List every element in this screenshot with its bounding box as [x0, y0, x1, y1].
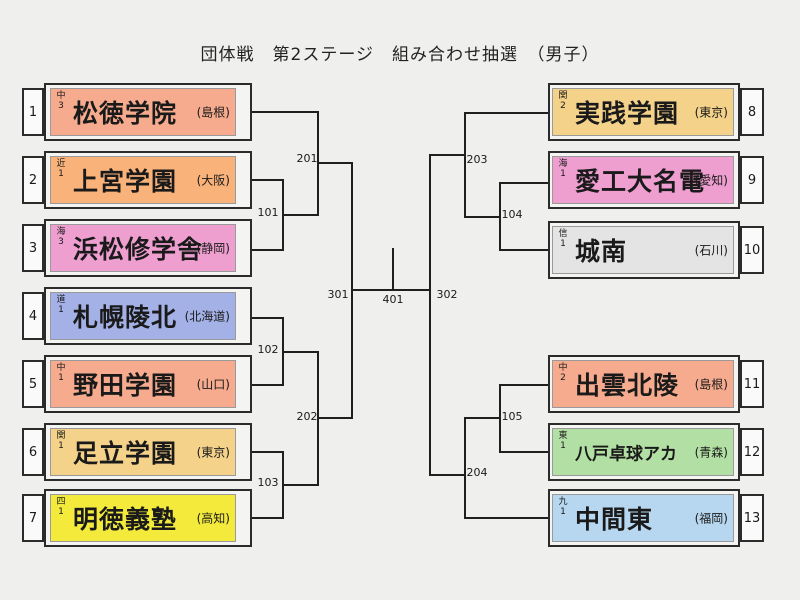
team-number-box: 1 [22, 88, 44, 136]
team-name: 足立学園 [73, 439, 178, 468]
seed-label: 九1 [558, 497, 568, 517]
team-card: 四1 明徳義塾 (高知) [50, 494, 236, 542]
line-204 [464, 417, 548, 519]
match-label-203: 203 [466, 153, 488, 166]
team-number-box: 3 [22, 224, 44, 272]
team-name: 上宮学園 [73, 167, 178, 196]
seed-label: 関2 [558, 91, 568, 111]
team-name: 実践学園 [575, 99, 680, 128]
team-card: 関1 足立学園 (東京) [50, 428, 236, 476]
team-number-box: 10 [740, 226, 764, 274]
prefecture-label: (愛知) [694, 173, 728, 188]
team-card: 道1 札幌陵北 (北海道) [50, 292, 236, 340]
team-card: 近1 上宮学園 (大阪) [50, 156, 236, 204]
seed-label: 道1 [56, 295, 66, 315]
team-card: 海1 愛工大名電(愛知) [552, 156, 734, 204]
match-label-202: 202 [296, 410, 318, 423]
team-number-box: 2 [22, 156, 44, 204]
team-card: 中1 野田学園 (山口) [50, 360, 236, 408]
team-name: 城南 [575, 237, 628, 266]
seed-label: 海3 [56, 227, 66, 247]
team-number-box: 13 [740, 494, 764, 542]
team-card: 海3 浜松修学舎(静岡) [50, 224, 236, 272]
match-label-103: 103 [257, 476, 279, 489]
team-number-box: 4 [22, 292, 44, 340]
prefecture-label: (山口) [196, 377, 230, 392]
match-label-101: 101 [257, 206, 279, 219]
seed-label: 四1 [56, 497, 66, 517]
team-name: 愛工大名電 [575, 167, 706, 196]
team-card: 東1 八戸卓球アカ (青森) [552, 428, 734, 476]
seed-label: 東1 [558, 431, 568, 451]
team-number-box: 9 [740, 156, 764, 204]
match-label-102: 102 [257, 343, 279, 356]
team-number-box: 7 [22, 494, 44, 542]
team-number-box: 6 [22, 428, 44, 476]
line-203 [464, 112, 548, 218]
team-name: 中間東 [575, 505, 654, 534]
prefecture-label: (石川) [694, 243, 728, 258]
match-label-105: 105 [501, 410, 523, 423]
team-name: 明徳義塾 [73, 505, 178, 534]
prefecture-label: (福岡) [694, 511, 728, 526]
prefecture-label: (東京) [196, 445, 230, 460]
seed-label: 関1 [56, 431, 66, 451]
team-name: 八戸卓球アカ [575, 444, 677, 465]
prefecture-label: (島根) [694, 377, 728, 392]
team-number-box: 12 [740, 428, 764, 476]
prefecture-label: (大阪) [196, 173, 230, 188]
team-number-box: 8 [740, 88, 764, 136]
team-name: 野田学園 [73, 371, 178, 400]
team-card: 中2 出雲北陵 (島根) [552, 360, 734, 408]
prefecture-label: (高知) [196, 511, 230, 526]
line-302 [429, 154, 465, 476]
prefecture-label: (東京) [694, 105, 728, 120]
team-name: 松徳学院 [73, 99, 178, 128]
team-name: 出雲北陵 [575, 371, 680, 400]
prefecture-label: (北海道) [184, 309, 230, 324]
team-card: 九1 中間東 (福岡) [552, 494, 734, 542]
team-number-box: 5 [22, 360, 44, 408]
seed-label: 中2 [558, 363, 568, 383]
team-card: 信1 城南 (石川) [552, 226, 734, 274]
seed-label: 信1 [558, 229, 568, 249]
seed-label: 中1 [56, 363, 66, 383]
page-title: 団体戦 第2ステージ 組み合わせ抽選 （男子） [200, 45, 600, 65]
match-label-104: 104 [501, 208, 523, 221]
match-label-301: 301 [327, 288, 349, 301]
team-card: 関2 実践学園 (東京) [552, 88, 734, 136]
match-label-201: 201 [296, 152, 318, 165]
prefecture-label: (島根) [196, 105, 230, 120]
seed-label: 中3 [56, 91, 66, 111]
team-number-box: 11 [740, 360, 764, 408]
seed-label: 海1 [558, 159, 568, 179]
team-name: 浜松修学舎 [73, 235, 204, 264]
team-card: 中3 松徳学院 (島根) [50, 88, 236, 136]
match-label-204: 204 [466, 466, 488, 479]
seed-label: 近1 [56, 159, 66, 179]
match-label-401: 401 [382, 293, 404, 306]
team-name: 札幌陵北 [73, 303, 178, 332]
prefecture-label: (静岡) [196, 241, 230, 256]
prefecture-label: (青森) [694, 445, 728, 460]
match-label-302: 302 [436, 288, 458, 301]
